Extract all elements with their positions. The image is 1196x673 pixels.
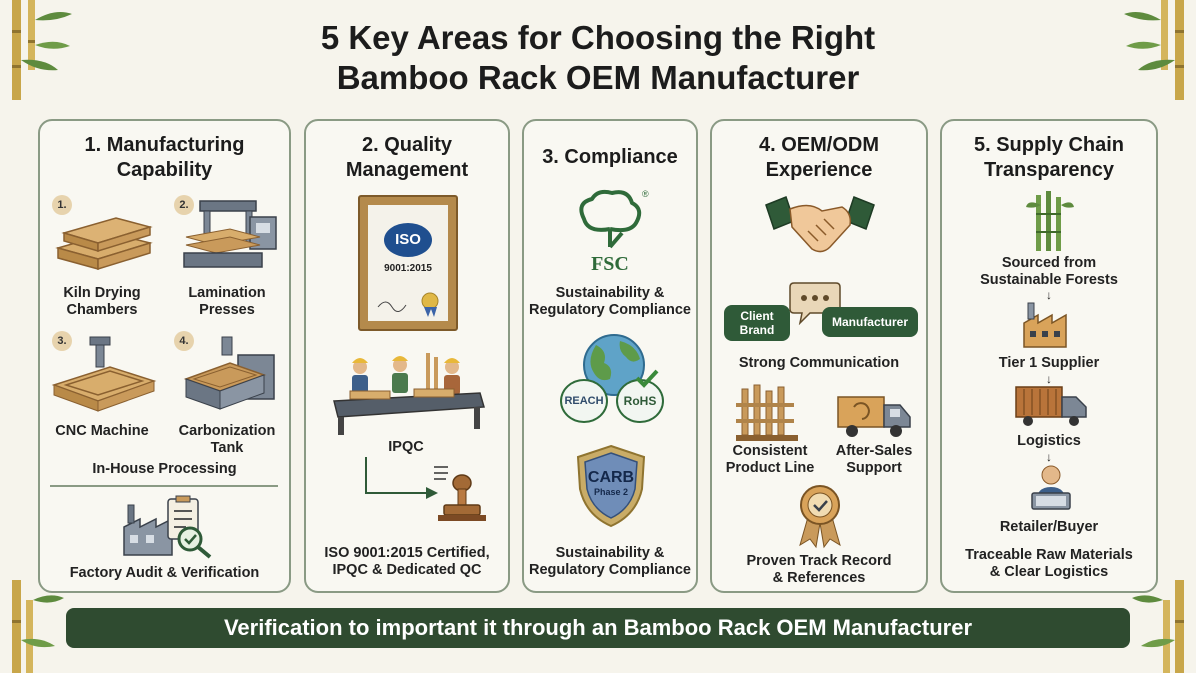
chain-step-forests: Sourced from Sustainable Forests	[980, 255, 1118, 288]
footer-factory-audit: Factory Audit & Verification	[69, 565, 260, 581]
arrow-icon	[365, 457, 438, 499]
container-truck-icon	[1015, 386, 1087, 426]
step-number-1: 1.	[52, 195, 72, 215]
factory-icon	[1023, 302, 1067, 348]
panel-compliance: 3. Compliance ® FSC Sustainability & Reg…	[522, 119, 698, 593]
carbonization-icon	[183, 336, 275, 410]
subtitle-in-house-processing: In-House Processing	[92, 461, 237, 477]
signature-icon	[377, 292, 439, 317]
step-label-lamination: Lamination Presses	[188, 285, 266, 318]
panel-title: 4. OEM/ODM Experience	[758, 134, 879, 181]
bamboo-icon	[1124, 0, 1184, 100]
strong-communication-label: Strong Communication	[738, 355, 900, 371]
footer-iso-certified: ISO 9001:2015 Certified, IPQC & Dedicate…	[324, 545, 490, 578]
panel-oem-odm-experience: 4. OEM/ODM Experience Client Brand Manuf…	[710, 119, 928, 593]
chain-arrow: ↓	[1046, 288, 1052, 302]
buyer-icon	[1031, 465, 1071, 510]
stamp-icon	[434, 466, 486, 521]
panel-title: 1. Manufacturing Capability	[84, 134, 245, 181]
panel-quality-management: 2. Quality Management ISO 9001:2015	[304, 119, 510, 593]
bottom-banner: Verification to important it through an …	[66, 608, 1130, 648]
rohs-badge: RoHS	[616, 379, 664, 423]
bamboo-icon	[12, 0, 72, 100]
chain-arrow: ↓	[1046, 372, 1052, 386]
iso-standard: 9001:2015	[384, 263, 432, 274]
carb-shield-icon	[576, 444, 646, 528]
footer-proven-track-record: Proven Track Record & References	[746, 553, 892, 586]
consistent-product-line-label: Consistent Product Line	[725, 443, 815, 476]
bamboo-icon	[1132, 580, 1184, 673]
ipqc-label: IPQC	[388, 439, 424, 455]
chain-arrow: ↓	[1046, 450, 1052, 464]
truck-icon	[837, 396, 911, 437]
footer-traceable-materials: Traceable Raw Materials & Clear Logistic…	[965, 547, 1133, 580]
title-line-2: Bamboo Rack OEM Manufacturer	[336, 59, 860, 96]
footer-compliance: Sustainability & Regulatory Compliance	[529, 545, 691, 578]
globe-icon	[583, 334, 645, 396]
check-icon	[635, 369, 659, 388]
fsc-reg-mark: ®	[642, 189, 649, 199]
bamboo-icon	[1026, 191, 1074, 251]
bubble-client-brand: Client Brand	[724, 305, 790, 341]
fsc-label: FSC	[591, 253, 629, 275]
divider	[50, 485, 278, 487]
page-title: 5 Key Areas for Choosing the Right Bambo…	[0, 18, 1196, 98]
chain-step-logistics: Logistics	[1017, 433, 1081, 449]
panel-supply-chain-transparency: 5. Supply Chain Transparency Sourced fro…	[940, 119, 1158, 593]
fsc-tree-icon	[579, 189, 642, 249]
step-number-2: 2.	[174, 195, 194, 215]
reach-badge: REACH	[560, 379, 608, 423]
factory-audit-icon	[123, 495, 212, 559]
handshake-icon	[765, 196, 875, 253]
carb-label: CARB Phase 2	[587, 469, 635, 497]
after-sales-support-label: After-Sales Support	[835, 443, 913, 476]
step-label-cnc: CNC Machine	[55, 423, 149, 439]
workers-icon	[333, 353, 485, 435]
panel-title: 3. Compliance	[542, 146, 678, 168]
press-icon	[183, 200, 277, 268]
panel-title: 2. Quality Management	[345, 134, 469, 181]
product-line-icon	[736, 384, 798, 441]
wood-planks-icon	[55, 217, 153, 271]
step-number-3: 3.	[52, 331, 72, 351]
chain-step-tier1: Tier 1 Supplier	[998, 355, 1100, 371]
chain-step-retailer: Retailer/Buyer	[999, 519, 1099, 535]
cnc-icon	[51, 336, 157, 412]
bamboo-icon	[12, 580, 64, 673]
step-label-kiln: Kiln Drying Chambers	[63, 285, 141, 318]
title-line-1: 5 Key Areas for Choosing the Right	[320, 19, 876, 56]
step-number-4: 4.	[174, 331, 194, 351]
compliance-caption: Sustainability & Regulatory Compliance	[529, 285, 691, 318]
bubble-manufacturer: Manufacturer	[822, 307, 918, 337]
panel-title: 5. Supply Chain Transparency	[973, 134, 1125, 181]
iso-certificate-icon: ISO 9001:2015	[358, 195, 458, 331]
award-icon	[799, 485, 841, 549]
iso-badge: ISO	[384, 223, 432, 257]
step-label-carbonization: Carbonization Tank	[178, 423, 276, 456]
panel-manufacturing-capability: 1. Manufacturing Capability 1. Kiln Dryi…	[38, 119, 291, 593]
